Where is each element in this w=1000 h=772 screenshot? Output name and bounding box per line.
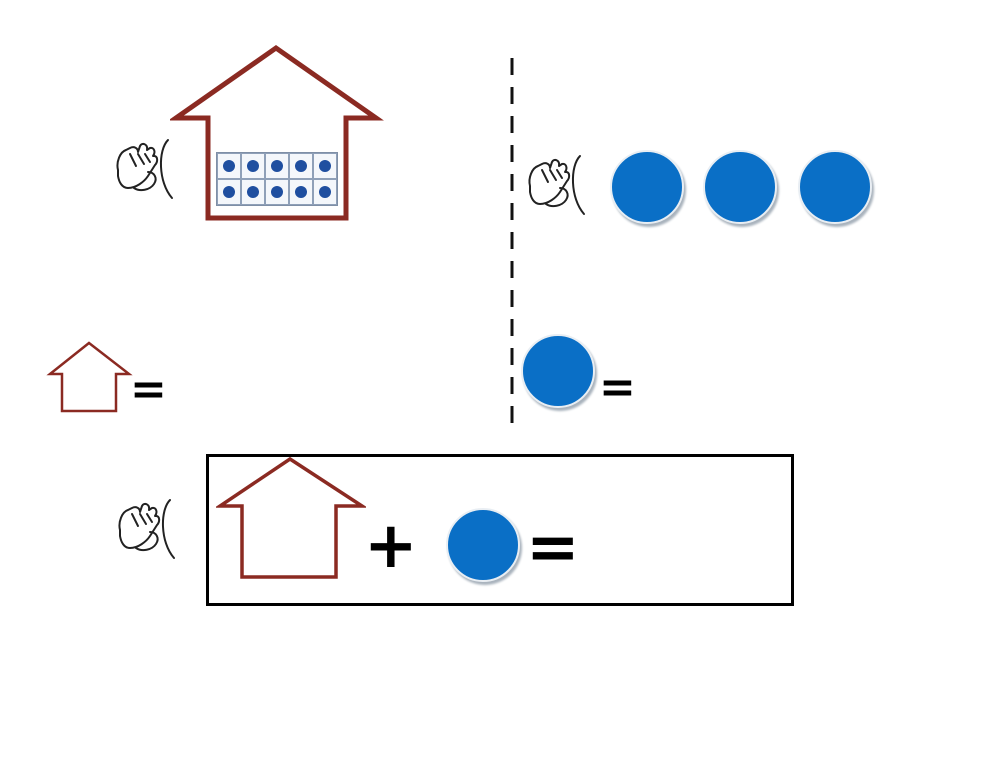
ten-frame-dot	[223, 160, 235, 172]
equals-sign: =	[599, 362, 636, 413]
ten-frame-cell	[313, 179, 337, 205]
ten-frame-cell	[313, 153, 337, 179]
plus-sign: +	[364, 509, 418, 583]
ten-frame-dot	[247, 186, 259, 198]
blue-circle-counter	[446, 508, 520, 582]
ten-frame-cell	[265, 153, 289, 179]
ten-frame-dot	[295, 160, 307, 172]
equals-sign: =	[526, 511, 580, 585]
blue-circle-counter	[610, 150, 684, 224]
ten-frame-cell	[289, 179, 313, 205]
house-icon-medium	[216, 456, 366, 579]
equals-sign: =	[130, 364, 167, 415]
ten-frame	[216, 152, 338, 206]
blue-circle-counter	[703, 150, 777, 224]
blue-circle-counter	[798, 150, 872, 224]
ten-frame-dot	[271, 186, 283, 198]
ten-frame-cell	[265, 179, 289, 205]
ten-frame-cell	[289, 153, 313, 179]
clapping-hands-icon	[116, 139, 173, 199]
clapping-hands-icon	[528, 155, 585, 215]
dashed-divider	[510, 58, 514, 430]
blue-circle-counter	[521, 334, 595, 408]
house-icon-small	[46, 341, 133, 413]
ten-frame-dot	[295, 186, 307, 198]
ten-frame-cell	[241, 179, 265, 205]
ten-frame-dot	[319, 160, 331, 172]
equation-box	[206, 454, 794, 606]
ten-frame-dot	[247, 160, 259, 172]
ten-frame-cell	[217, 179, 241, 205]
ten-frame-dot	[223, 186, 235, 198]
ten-frame-dot	[319, 186, 331, 198]
clapping-hands-icon	[118, 499, 175, 559]
ten-frame-cell	[217, 153, 241, 179]
ten-frame-cell	[241, 153, 265, 179]
ten-frame-dot	[271, 160, 283, 172]
